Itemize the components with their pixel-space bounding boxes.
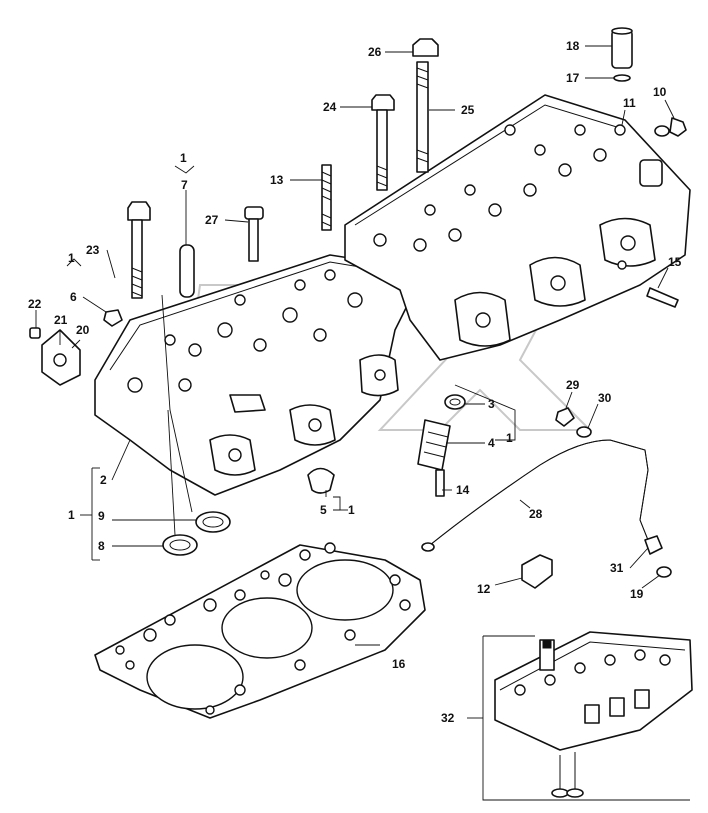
label-28: 28	[529, 507, 543, 521]
label-10: 10	[653, 85, 667, 99]
washer-19	[656, 566, 672, 578]
label-24: 24	[323, 100, 337, 114]
label-22: 22	[28, 297, 42, 311]
label-2: 2	[100, 473, 107, 487]
stud-25	[416, 61, 429, 173]
label-15: 15	[668, 255, 682, 269]
stud-27	[244, 206, 264, 262]
label-19: 19	[630, 587, 644, 601]
label-29: 29	[566, 378, 580, 392]
cylinder-head-left	[94, 254, 411, 496]
label-1a: 1	[180, 151, 187, 165]
bolt-24	[371, 94, 395, 191]
label-1c: 1	[506, 431, 513, 445]
plug-6	[103, 309, 123, 327]
label-14: 14	[456, 483, 470, 497]
leader-lines	[35, 45, 690, 801]
pipe-28	[421, 439, 649, 552]
valve-seat-8	[162, 534, 198, 556]
label-9: 9	[98, 509, 105, 523]
label-25: 25	[461, 103, 475, 117]
label-32: 32	[441, 711, 455, 725]
stud-15	[646, 287, 679, 308]
label-12: 12	[477, 582, 491, 596]
label-17: 17	[566, 71, 580, 85]
plug-10	[654, 117, 687, 137]
fitting-30	[576, 426, 592, 438]
label-16: 16	[392, 657, 406, 671]
clip-12	[521, 554, 553, 589]
label-1e: 1	[348, 503, 355, 517]
ring-3	[444, 394, 466, 410]
bolt-23	[127, 201, 151, 299]
washer-29	[555, 407, 575, 427]
cylinder-head-right	[344, 94, 691, 361]
label-1d: 1	[68, 508, 75, 522]
label-21: 21	[54, 313, 68, 327]
label-8: 8	[98, 539, 105, 553]
stud-13	[321, 164, 332, 231]
label-11: 11	[623, 96, 636, 110]
head-gasket-16	[94, 542, 426, 719]
label-6: 6	[70, 290, 77, 304]
label-4: 4	[488, 436, 495, 450]
seal-17	[613, 74, 631, 82]
seal-5	[307, 467, 335, 494]
label-13: 13	[270, 173, 284, 187]
dowel-7	[179, 244, 195, 298]
label-23: 23	[86, 243, 100, 257]
label-27: 27	[205, 213, 219, 227]
stud-14	[435, 469, 445, 497]
banjo-31	[644, 535, 663, 555]
label-18: 18	[566, 39, 580, 53]
cover-21	[41, 329, 81, 386]
label-20: 20	[76, 323, 90, 337]
screw-22	[29, 327, 41, 339]
assembly-32	[494, 631, 693, 798]
label-30: 30	[598, 391, 612, 405]
label-5: 5	[320, 503, 327, 517]
label-26: 26	[368, 45, 382, 59]
label-3: 3	[488, 397, 495, 411]
label-7: 7	[181, 178, 188, 192]
label-1b: 1	[68, 251, 75, 265]
label-31: 31	[610, 561, 624, 575]
valve-seat-9	[195, 511, 231, 533]
nut-26	[412, 38, 439, 57]
injector-sleeve-4	[417, 419, 451, 471]
sleeve-18	[611, 27, 633, 69]
